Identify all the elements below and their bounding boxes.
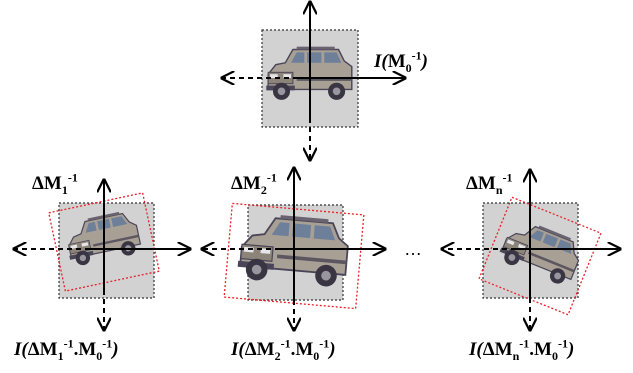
panel-1-bottom-m-sup: -1 bbox=[102, 336, 113, 351]
top-label-fn: I bbox=[374, 51, 382, 72]
top-label-m-sub: 0 bbox=[405, 60, 412, 75]
panel-2-bottom-m: M bbox=[295, 339, 314, 360]
panel-2-bottom-d-sup: -1 bbox=[280, 336, 291, 351]
panel-n-label-delta: ΔM bbox=[466, 173, 496, 194]
panel-1-bottom-dot: . bbox=[73, 339, 79, 360]
panel-1-label-delta: ΔM bbox=[32, 173, 62, 194]
panel-n-label: ΔMn-1 bbox=[466, 170, 513, 196]
top-label-m: M bbox=[387, 51, 406, 72]
panel-2-label-delta: ΔM bbox=[231, 173, 261, 194]
panel-n-bottom-label: I(ΔMn-1.M0-1) bbox=[469, 336, 575, 362]
panel-n-label-sup: -1 bbox=[502, 170, 513, 185]
panel-2-bottom-m-sup: -1 bbox=[319, 336, 330, 351]
panel-2-bottom-d: ΔM bbox=[244, 339, 275, 360]
panel-1-label: ΔM1-1 bbox=[32, 170, 78, 196]
panel-1-label-sub: 1 bbox=[61, 182, 68, 197]
panel-n-bottom-m-sup: -1 bbox=[557, 336, 568, 351]
top-label-m-sup: -1 bbox=[411, 48, 422, 63]
panel-2 bbox=[202, 168, 385, 330]
panel-n-label-sub: n bbox=[495, 182, 503, 197]
panel-n-bottom-d: ΔM bbox=[482, 339, 513, 360]
ellipsis: … bbox=[404, 239, 422, 259]
panel-n-bottom-dot: . bbox=[529, 339, 535, 360]
panel-n-bottom-m-sub: 0 bbox=[551, 348, 558, 363]
panel-2-bottom-close: ) bbox=[329, 339, 336, 360]
top-label-open: ( bbox=[381, 51, 388, 72]
panel-2-label: ΔM2-1 bbox=[231, 170, 277, 196]
panel-n-bottom-close: ) bbox=[567, 339, 575, 360]
top-panel bbox=[222, 2, 405, 160]
panel-2-bottom-m-sub: 0 bbox=[313, 348, 320, 363]
panel-n-bottom-d-sup: -1 bbox=[519, 336, 530, 351]
panel-n-bottom-fn: I bbox=[469, 339, 477, 360]
panel-2-bottom-fn: I bbox=[231, 339, 239, 360]
panel-1-bottom-fn: I bbox=[14, 339, 22, 360]
panel-1-bottom-open: ( bbox=[21, 339, 28, 360]
panel-1 bbox=[14, 180, 190, 330]
panel-1-bottom-d: ΔM bbox=[27, 339, 58, 360]
panel-1-label-sup: -1 bbox=[67, 170, 78, 185]
panel-2-bottom-d-sub: 2 bbox=[274, 348, 281, 363]
panel-2-label-sub: 2 bbox=[260, 182, 267, 197]
panel-1-bottom-d-sub: 1 bbox=[57, 348, 64, 363]
panel-2-bottom-label: I(ΔM2-1.M0-1) bbox=[231, 336, 336, 362]
top-label-close: ) bbox=[421, 51, 428, 72]
panel-2-bottom-open: ( bbox=[238, 339, 245, 360]
top-label: I(M0-1) bbox=[374, 48, 428, 74]
panel-1-bottom-close: ) bbox=[112, 339, 119, 360]
panel-n-bottom-m: M bbox=[534, 339, 552, 360]
panel-2-bottom-dot: . bbox=[290, 339, 296, 360]
panel-n-bottom-open: ( bbox=[476, 339, 483, 360]
panel-1-bottom-m: M bbox=[78, 339, 97, 360]
panel-1-bottom-d-sup: -1 bbox=[63, 336, 74, 351]
panel-n-bottom-d-sub: n bbox=[512, 348, 520, 363]
panel-1-bottom-label: I(ΔM1-1.M0-1) bbox=[14, 336, 119, 362]
panel-1-bottom-m-sub: 0 bbox=[96, 348, 103, 363]
panel-n bbox=[442, 170, 620, 330]
panel-2-label-sup: -1 bbox=[266, 170, 277, 185]
